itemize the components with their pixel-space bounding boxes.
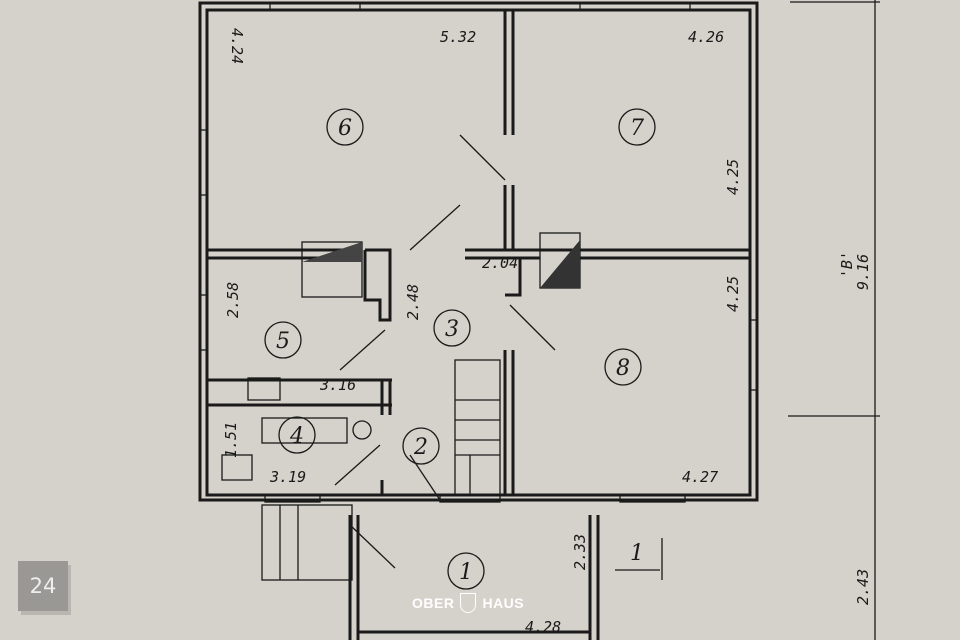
dim-label-b: 'B' — [838, 251, 856, 278]
dim-4-26: 4.26 — [688, 28, 724, 46]
room-4-label: 4 — [289, 424, 304, 449]
dim-2-43: 2.43 — [854, 569, 872, 605]
dim-4-24: 4.24 — [228, 28, 246, 64]
dim-4-28: 4.28 — [525, 618, 561, 636]
dim-2-58: 2.58 — [224, 282, 242, 318]
logo-text-left: OBER — [412, 595, 455, 611]
logo-text-right: HAUS — [482, 595, 525, 611]
stairs — [261, 359, 501, 581]
dim-3-16: 3.16 — [319, 376, 356, 394]
door-swings — [334, 134, 556, 569]
room-markers — [264, 108, 656, 590]
dim-9-16: 9.16 — [854, 254, 872, 290]
dim-4-27: 4.27 — [682, 468, 718, 486]
dim-2-48: 2.48 — [404, 284, 422, 320]
room-8-label: 8 — [616, 356, 630, 381]
section-marker: 1 — [630, 541, 644, 566]
dimension-lines — [615, 0, 880, 640]
dim-5-32: 5.32 — [440, 28, 476, 46]
room-1-label: 1 — [459, 560, 473, 585]
room-2-label: 2 — [413, 435, 428, 460]
page-number-badge: 24 — [18, 561, 68, 611]
shield-icon — [460, 593, 477, 613]
dim-1-51: 1.51 — [222, 422, 240, 458]
walls — [198, 1, 759, 640]
room-5-label: 5 — [276, 329, 290, 354]
dim-4-25-bottom: 4.25 — [724, 276, 742, 312]
room-6-label: 6 — [338, 116, 352, 141]
room-7-label: 7 — [630, 116, 644, 141]
room-3-label: 3 — [445, 317, 459, 342]
windows — [199, 2, 758, 503]
dim-4-25-top: 4.25 — [724, 159, 742, 195]
watermark-logo: OBER HAUS — [412, 593, 524, 613]
fixtures — [221, 232, 581, 481]
dim-2-04: 2.04 — [482, 254, 518, 272]
dim-2-33: 2.33 — [571, 534, 589, 570]
dim-3-19: 3.19 — [269, 468, 306, 486]
